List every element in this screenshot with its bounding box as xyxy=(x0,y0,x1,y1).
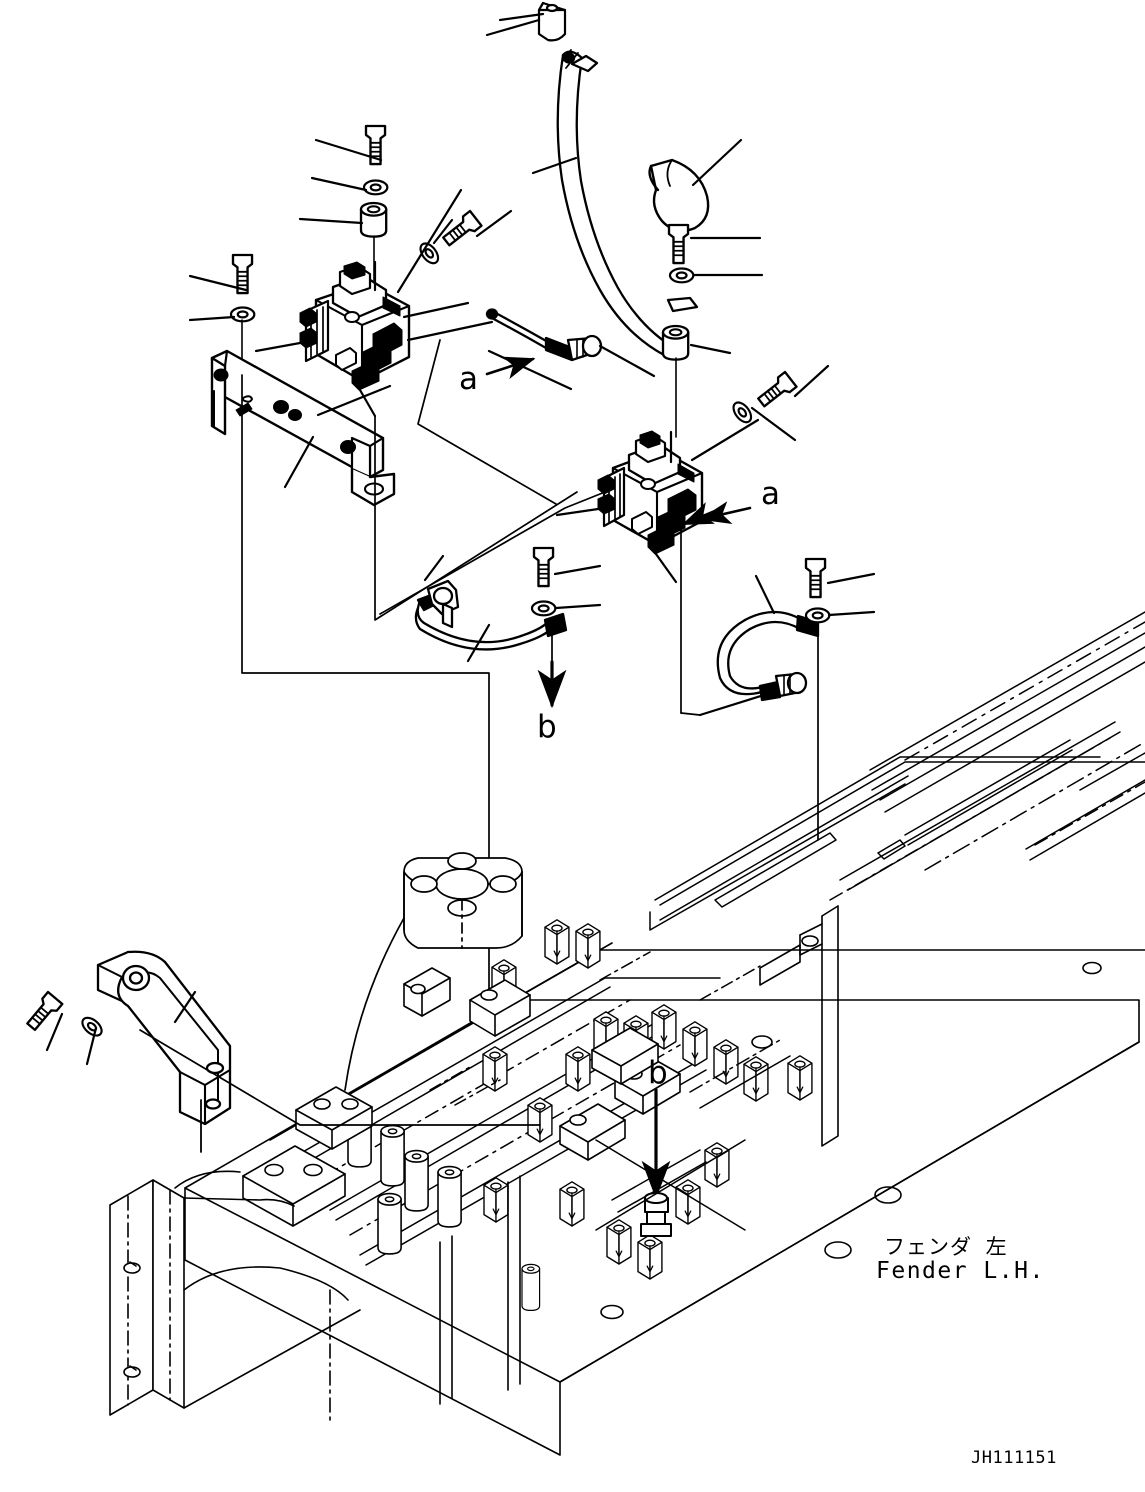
leader-line xyxy=(188,315,236,322)
leader-line xyxy=(598,344,656,378)
leader-line xyxy=(750,406,797,442)
leader-line xyxy=(555,507,600,517)
leader-line xyxy=(754,574,776,615)
frame-connector-detail xyxy=(403,967,451,1017)
flat-washer-part xyxy=(229,306,256,323)
leader-line xyxy=(298,217,364,225)
leader-line xyxy=(466,623,491,663)
leader-line xyxy=(531,156,578,175)
support-bracket-arm xyxy=(96,950,232,1126)
flat-washer-part xyxy=(78,1013,106,1041)
leader-line xyxy=(553,564,602,576)
fender-side-panel xyxy=(109,1170,361,1416)
flat-washer-part xyxy=(804,607,831,624)
hex-bolt-part xyxy=(754,370,798,411)
leader-line xyxy=(691,138,743,187)
elbow-fitting xyxy=(648,158,710,232)
leader-line xyxy=(475,209,513,238)
flat-washer-part xyxy=(530,600,557,617)
leader-line xyxy=(654,552,678,584)
callout-arrow-b2 xyxy=(640,1088,672,1237)
solenoid-valve-block-lower xyxy=(597,430,704,555)
leader-line xyxy=(485,18,541,37)
leader-line xyxy=(690,418,760,462)
hex-bolt-part xyxy=(667,223,690,265)
leader-line xyxy=(310,176,368,192)
leader-line xyxy=(826,572,876,585)
leader-line xyxy=(827,610,876,617)
leader-line xyxy=(498,12,545,22)
hex-bolt-part xyxy=(804,557,827,599)
leader-line xyxy=(793,364,830,398)
leader-line xyxy=(188,274,248,292)
frame-post-right xyxy=(759,905,839,1147)
callout-arrow-a1 xyxy=(485,356,536,379)
hose-assembly-u-bend xyxy=(716,610,820,702)
hex-bolt-part xyxy=(439,209,483,250)
assembly-axis xyxy=(374,415,578,621)
leader-line xyxy=(402,301,470,319)
spacer-collar-part xyxy=(661,324,690,361)
fender-center-supports xyxy=(329,1175,521,1421)
flat-washer-part xyxy=(362,179,389,196)
callout-arrow-a2b xyxy=(699,501,752,525)
flat-washer-part xyxy=(728,398,756,427)
leader-line xyxy=(85,1026,98,1066)
leader-line xyxy=(254,341,302,353)
leader-line xyxy=(45,1012,64,1052)
hose-assembly-short-a xyxy=(485,308,603,362)
leader-line xyxy=(283,435,315,489)
spacer-collar-part xyxy=(359,201,388,238)
leader-line xyxy=(173,990,197,1024)
hose-assembly-b xyxy=(414,579,568,651)
assembly-axis xyxy=(139,1029,541,1126)
leader-line xyxy=(432,218,454,245)
frame-mount-pads xyxy=(242,979,681,1227)
frame-rails xyxy=(649,611,1145,931)
leader-line xyxy=(358,388,377,418)
leader-line xyxy=(396,188,463,294)
leader-line xyxy=(406,320,494,342)
leader-line xyxy=(423,554,445,582)
solenoid-valve-block-upper xyxy=(299,261,411,391)
mounting-bracket-plate xyxy=(210,349,396,507)
hex-bolt-part xyxy=(532,546,555,588)
assembly-axis xyxy=(417,339,557,505)
flat-washer-part xyxy=(668,267,695,284)
leader-line xyxy=(698,693,766,717)
leader-line xyxy=(316,384,392,417)
leader-line xyxy=(554,603,602,610)
junction-box-housing xyxy=(403,852,523,949)
cap-plug-part xyxy=(537,1,567,42)
leader-line xyxy=(344,917,405,1091)
leader-line xyxy=(689,343,732,355)
assembly-axis xyxy=(379,489,611,615)
leader-line xyxy=(314,138,383,162)
